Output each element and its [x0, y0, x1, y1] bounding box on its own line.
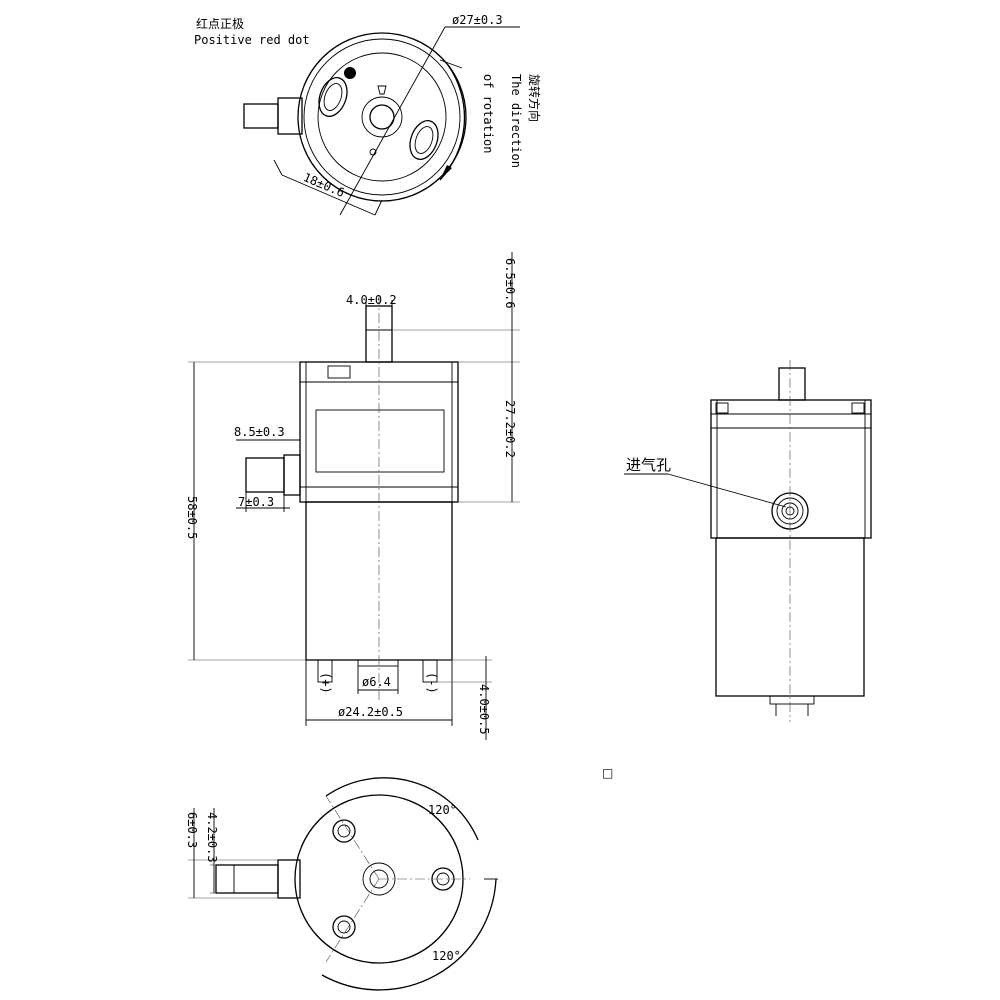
terminal-negative-label: (-)	[425, 672, 439, 694]
rotation-label-cn: 旋转方向	[527, 74, 542, 122]
rotation-label-en-2: of rotation	[481, 74, 495, 153]
top-view: 18±0.6 ø27±0.3 红点正极 Positive red dot 旋转方…	[194, 13, 542, 216]
diameter-label: ø27±0.3	[452, 13, 503, 27]
terminal-height-label: 4.0±0.5	[477, 684, 491, 735]
angle-top-label: 120°	[428, 803, 457, 817]
head-height-label: 27.2±0.2	[503, 400, 517, 458]
body-diameter-label: ø24.2±0.5	[338, 705, 403, 719]
rotation-label-en-1: The direction	[509, 74, 523, 168]
dim-4-2-label: 4.2±0.3	[205, 812, 219, 863]
inlet-width-label: 8.5±0.3	[234, 425, 285, 439]
total-height-label: 58±0.5	[185, 496, 199, 539]
bottom-view: 120° 120° 6±0.3 4.2±0.3	[185, 777, 498, 991]
small-marker: □	[602, 766, 613, 780]
nozzle-height-label: 6.5±0.6	[503, 258, 517, 309]
nozzle-width-label: 4.0±0.2	[346, 293, 397, 307]
inlet-hole-label: 进气孔	[626, 456, 671, 474]
side-view: 进气孔	[624, 360, 872, 722]
positive-dot-label-cn: 红点正极	[196, 16, 244, 31]
rotation-arrow-icon	[440, 165, 452, 180]
front-view: 4.0±0.2 6.5±0.6 27.2±0.2 58±0.5 8.5±0.3 …	[185, 252, 520, 740]
positive-dot-icon	[344, 67, 356, 79]
angle-bottom-label: 120°	[432, 949, 461, 963]
positive-dot-label-en: Positive red dot	[194, 33, 310, 47]
terminal-positive-label: (+)	[319, 672, 333, 694]
shaft-diameter-label: ø6.4	[362, 675, 391, 689]
dim-side-label: 18±0.6	[301, 170, 346, 200]
dim-6-label: 6±0.3	[185, 812, 199, 848]
inlet-length-label: 7±0.3	[238, 495, 274, 509]
